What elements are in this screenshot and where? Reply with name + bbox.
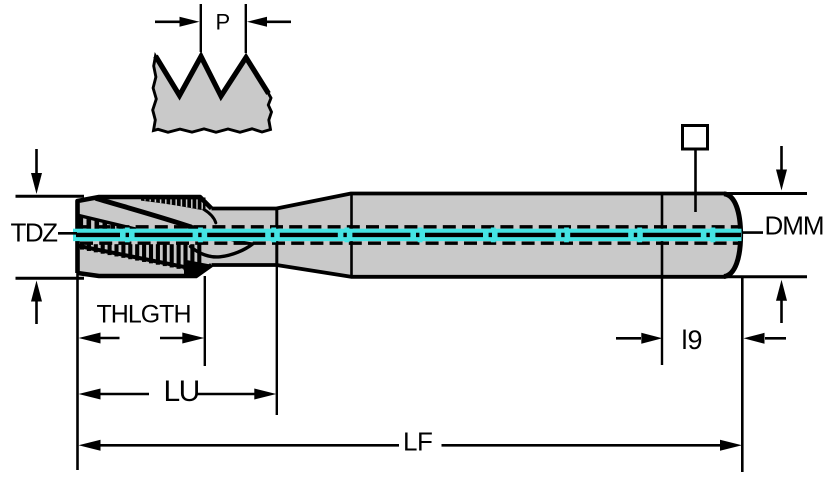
- svg-text:LF: LF: [403, 427, 432, 457]
- svg-text:TDZ: TDZ: [11, 218, 59, 248]
- svg-text:THLGTH: THLGTH: [97, 301, 191, 329]
- svg-text:P: P: [216, 10, 231, 35]
- svg-text:LU: LU: [164, 375, 199, 408]
- svg-text:DMM: DMM: [765, 211, 824, 241]
- svg-text:l9: l9: [682, 325, 703, 355]
